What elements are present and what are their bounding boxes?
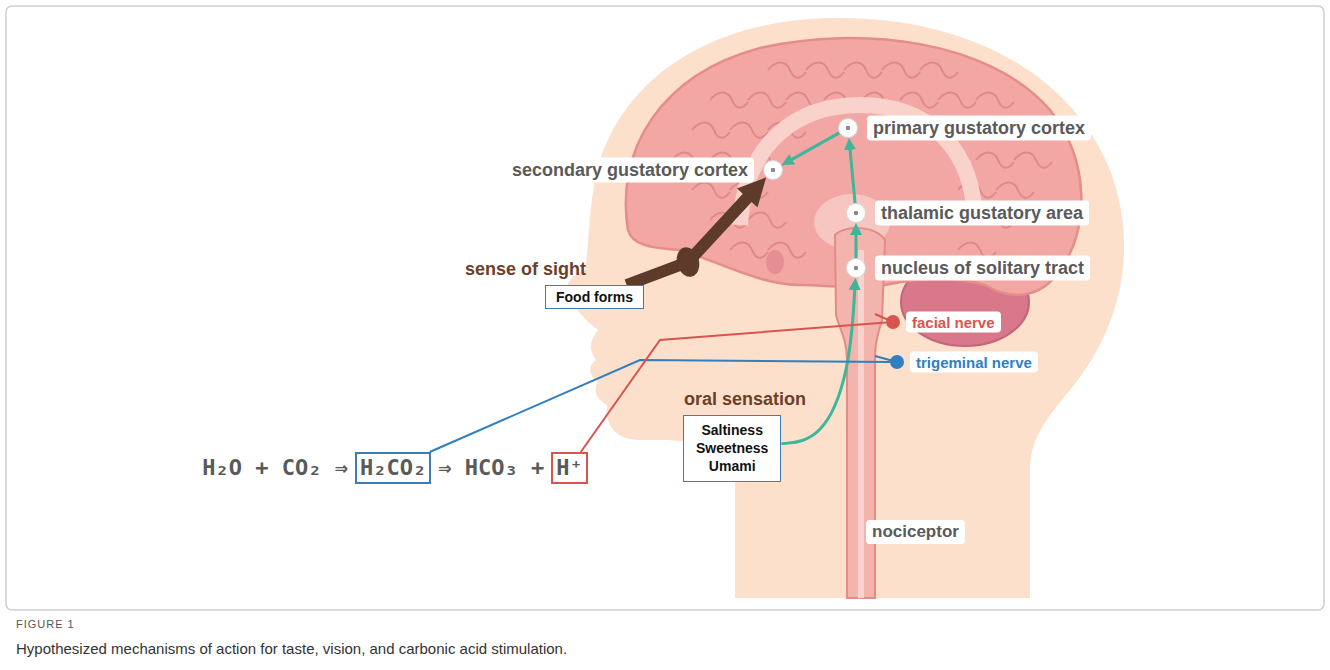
cortex-point: primary gustatory cortex: [838, 118, 858, 138]
figure-number: FIGURE 1: [16, 618, 75, 630]
brain-fold: [976, 93, 1014, 108]
equation-text: H₂O + CO₂ ⇒: [202, 454, 348, 482]
node-label: H₂CO₂: [360, 454, 426, 482]
brain-fold: [710, 93, 748, 108]
node-label: trigeminal nerve: [910, 352, 1038, 373]
node-label: H⁺: [556, 454, 583, 482]
brain-fold: [730, 123, 768, 138]
node-label: thalamic gustatory area: [875, 201, 1089, 226]
brain-fold: [806, 63, 844, 78]
node-label: Saltiness Sweetness Umami: [696, 421, 768, 476]
brain-fold: [1014, 153, 1052, 168]
head-silhouette: [567, 18, 1124, 598]
node-label: primary gustatory cortex: [867, 116, 1091, 141]
pathway-arrow: [855, 228, 858, 258]
pathway-arrow: [781, 283, 855, 444]
pathway-arrow: [786, 133, 839, 163]
nerve-point: trigeminal nerve: [890, 355, 904, 369]
sense-box: sense of sightFood forms: [545, 285, 644, 309]
pathway-arrow: [849, 143, 855, 203]
nucleus-point: nucleus of solitary tract: [846, 258, 866, 278]
nerve-point: facial nerve: [886, 315, 900, 329]
sense-box: oral sensationSaltiness Sweetness Umami: [683, 415, 781, 482]
node-heading: sense of sight: [465, 259, 586, 280]
pituitary: [766, 250, 784, 274]
chemical-box: H⁺: [551, 452, 588, 484]
brain-fold: [692, 123, 730, 138]
brain-fold: [976, 153, 1014, 168]
brain-fold: [748, 213, 786, 228]
brain-fold: [996, 183, 1034, 198]
brain-fold: [768, 63, 806, 78]
brain-fold: [692, 183, 730, 198]
node-heading: oral sensation: [684, 389, 806, 410]
brain-fold: [730, 243, 768, 258]
brain-fold: [920, 63, 958, 78]
cortex-point: secondary gustatory cortex: [763, 160, 783, 180]
equation-text: ⇒ HCO₃ +: [438, 454, 544, 482]
brain-fold: [938, 93, 976, 108]
brain-fold: [748, 93, 786, 108]
figure-caption: Hypothesized mechanisms of action for ta…: [16, 640, 567, 657]
nerve-label: nociceptor: [866, 520, 965, 544]
node-label: secondary gustatory cortex: [506, 158, 754, 183]
thalamic-point: thalamic gustatory area: [846, 203, 866, 223]
node-label: nucleus of solitary tract: [875, 256, 1090, 281]
chemical-box: H₂CO₂: [355, 452, 431, 484]
spinal-canal: [858, 250, 864, 598]
node-label: facial nerve: [906, 312, 1001, 333]
figure-frame: [6, 6, 1324, 610]
node-label: Food forms: [556, 288, 633, 306]
nerve-line: [430, 360, 890, 452]
brain-fold: [844, 63, 882, 78]
vision-arrow: [627, 188, 757, 285]
brain-fold: [882, 63, 920, 78]
